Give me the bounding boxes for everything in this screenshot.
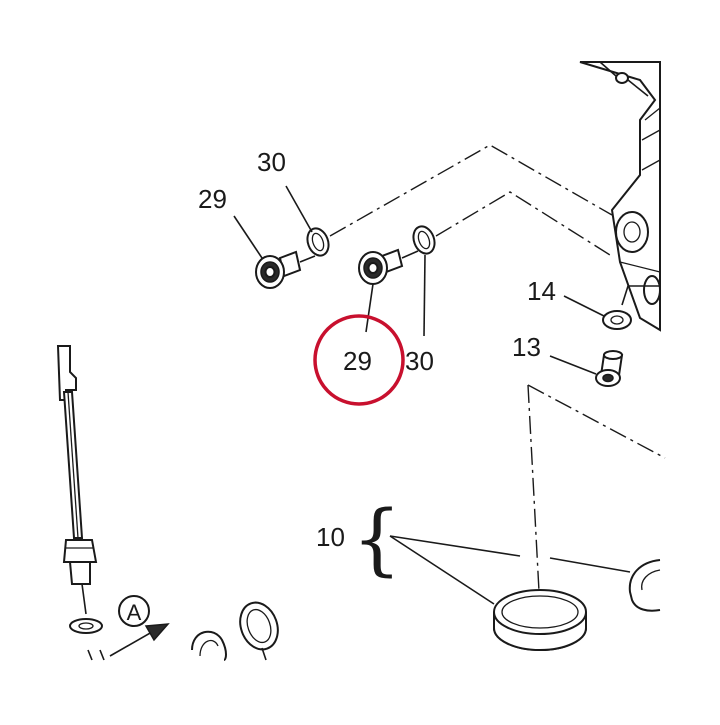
o-ring-part-30-right: [412, 225, 436, 255]
axis-line-upper: [329, 144, 613, 237]
view-a-marker: A: [109, 595, 170, 657]
callout-13: 13: [512, 332, 541, 362]
leader-30-right: [423, 254, 426, 337]
leader-10-a: [389, 535, 521, 557]
callout-29-highlighted: 29: [343, 346, 372, 376]
leader-29-right: [365, 283, 374, 333]
plug-part-29-right: [358, 248, 419, 285]
seal-part-10-rear: [628, 559, 661, 612]
leader-10-c: [549, 557, 631, 573]
seal-part-10-front: [493, 589, 587, 651]
callout-10: 10: [316, 522, 345, 552]
leader-30-left: [285, 185, 313, 233]
leader-29-left: [233, 215, 263, 259]
callout-29-left: 29: [198, 184, 227, 214]
axis-line-seal: [527, 384, 541, 611]
washer-part-14: [602, 285, 660, 330]
axis-line-lower: [527, 384, 666, 459]
callout-14: 14: [527, 276, 556, 306]
axis-line-middle: [435, 191, 611, 256]
valve-housing: [579, 61, 661, 332]
plug-part-29-left: [255, 250, 316, 289]
leader-14: [563, 295, 605, 317]
highlight-circle: [313, 314, 405, 406]
callout-30-right: 30: [405, 346, 434, 376]
leader-10-b: [389, 535, 495, 605]
callout-30-top: 30: [257, 147, 286, 177]
view-a-label: A: [127, 600, 142, 625]
leader-13: [549, 355, 597, 375]
bottom-o-rings: [191, 601, 279, 661]
screw-part-13: [595, 350, 624, 387]
assembly-axis-lines: [329, 144, 666, 611]
o-ring-part-30-left: [306, 227, 330, 257]
leader-lines: [233, 185, 631, 605]
callout-10-brace: {: [352, 495, 402, 585]
probe-rod: [56, 345, 105, 661]
